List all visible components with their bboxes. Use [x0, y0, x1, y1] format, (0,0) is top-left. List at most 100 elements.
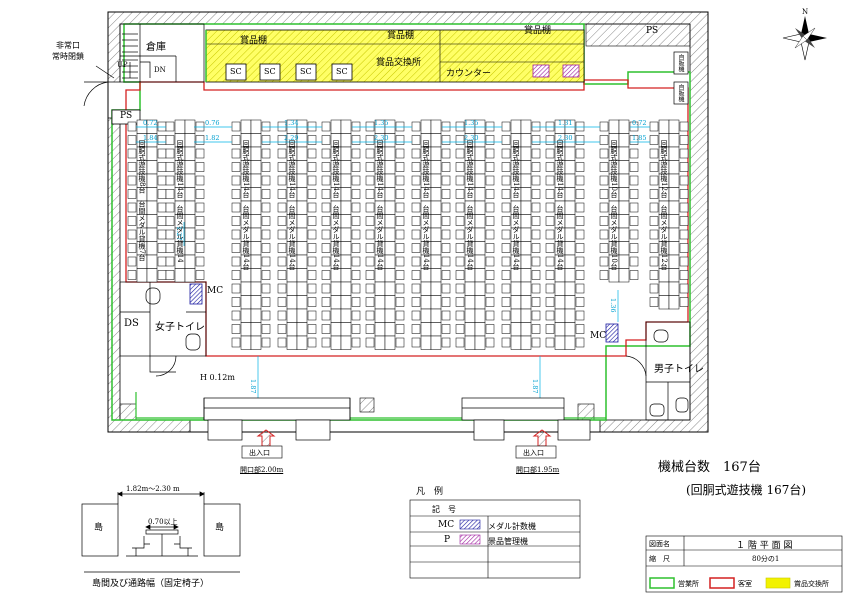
- sc-label: SC: [230, 67, 242, 76]
- machine-seat: [157, 175, 167, 186]
- machine-seat: [455, 337, 465, 348]
- slot-machine: [296, 268, 308, 283]
- slot-machine: [520, 214, 532, 229]
- slot-machine: [618, 160, 630, 175]
- machine-seat: [531, 229, 541, 240]
- machine-seat: [629, 135, 639, 145]
- machine-seat: [599, 148, 609, 159]
- slot-machine: [340, 200, 352, 215]
- slot-machine: [618, 268, 630, 283]
- machine-seat: [321, 202, 331, 213]
- island-label: 回胴式遊技機8台 台間メダル貸機7台: [138, 140, 146, 261]
- prize-terminal-2: [562, 64, 580, 78]
- slot-machine: [384, 187, 396, 202]
- slot-machine: [520, 295, 532, 310]
- medal-counter-2: [605, 323, 619, 343]
- slot-machine: [184, 214, 196, 229]
- machine-seat: [321, 283, 331, 294]
- machine-seat: [455, 256, 465, 267]
- machine-seat: [261, 297, 271, 307]
- slot-machine: [430, 254, 442, 269]
- machine-seat: [441, 337, 451, 348]
- machine-seat: [575, 310, 585, 321]
- dimension-value: 2.30: [464, 134, 479, 142]
- sc-label: SC: [336, 67, 348, 76]
- machine-seat: [545, 216, 555, 226]
- slot-machine: [384, 254, 396, 269]
- slot-machine: [474, 214, 486, 229]
- machine-seat: [679, 297, 689, 307]
- slot-machine: [668, 227, 680, 242]
- machine-seat: [545, 148, 555, 159]
- compass-icon: [782, 16, 827, 61]
- machine-seat: [365, 270, 375, 280]
- machine-seat: [411, 135, 421, 145]
- machine-seat: [455, 324, 465, 334]
- machine-seat: [261, 337, 271, 348]
- machine-seat: [307, 270, 317, 280]
- machine-seat: [231, 148, 241, 159]
- machine-seat: [261, 175, 271, 186]
- slot-machine: [430, 160, 442, 175]
- machine-seat: [599, 216, 609, 226]
- slot-machine: [184, 173, 196, 188]
- slot-machine: [146, 227, 158, 242]
- machine-seat: [277, 270, 287, 280]
- compass-north-label: N: [802, 8, 809, 16]
- machine-seat: [277, 189, 287, 199]
- machine-seat: [231, 270, 241, 280]
- total-machines-title: 機械台数 167台: [658, 460, 761, 475]
- machine-seat: [455, 175, 465, 186]
- slot-machine: [668, 133, 680, 148]
- slot-machine: [430, 227, 442, 242]
- slot-machine: [250, 200, 262, 215]
- machine-seat: [351, 270, 361, 280]
- machine-seat: [351, 243, 361, 253]
- machine-seat: [165, 148, 175, 159]
- machine-seat: [165, 229, 175, 240]
- slot-machine: [384, 214, 396, 229]
- slot-machine: [146, 146, 158, 161]
- machine-seat: [411, 216, 421, 226]
- machine-seat: [411, 256, 421, 267]
- machine-seat: [545, 189, 555, 199]
- slot-machine: [474, 227, 486, 242]
- machine-seat: [321, 310, 331, 321]
- machine-seat: [599, 121, 609, 132]
- machine-seat: [575, 162, 585, 172]
- slot-machine: [296, 295, 308, 310]
- slot-machine: [250, 187, 262, 202]
- section-min-width: 0.70以上: [148, 518, 178, 526]
- slot-machine: [618, 254, 630, 269]
- legend-label-mc: メダル計数機: [488, 522, 536, 531]
- machine-seat: [307, 229, 317, 240]
- slot-machine: [520, 187, 532, 202]
- machine-seat: [501, 270, 511, 280]
- machine-seat: [501, 243, 511, 253]
- key-prize-label: 賞品交換所: [794, 580, 829, 588]
- machine-seat: [365, 297, 375, 307]
- machine-seat: [395, 310, 405, 321]
- machine-seat: [599, 229, 609, 240]
- machine-seat: [351, 337, 361, 348]
- machine-seat: [501, 162, 511, 172]
- machine-seat: [575, 229, 585, 240]
- slot-machine: [184, 268, 196, 283]
- slot-machine: [340, 227, 352, 242]
- machine-seat: [165, 216, 175, 226]
- dimension-value: 2.30: [558, 134, 573, 142]
- slot-machine: [520, 254, 532, 269]
- machine-seat: [307, 243, 317, 253]
- slot-machine: [520, 241, 532, 256]
- machine-seat: [127, 216, 137, 226]
- slot-machine: [250, 335, 262, 350]
- dimension-value: 0.72: [143, 119, 158, 127]
- dimension-value: 1.87: [531, 379, 539, 394]
- machine-seat: [365, 175, 375, 186]
- machine-seat: [679, 121, 689, 132]
- machine-seat: [411, 162, 421, 172]
- key-business-label: 営業所: [678, 580, 699, 588]
- slot-machine: [520, 308, 532, 323]
- legend-header: 記 号: [432, 505, 456, 514]
- slot-machine: [474, 187, 486, 202]
